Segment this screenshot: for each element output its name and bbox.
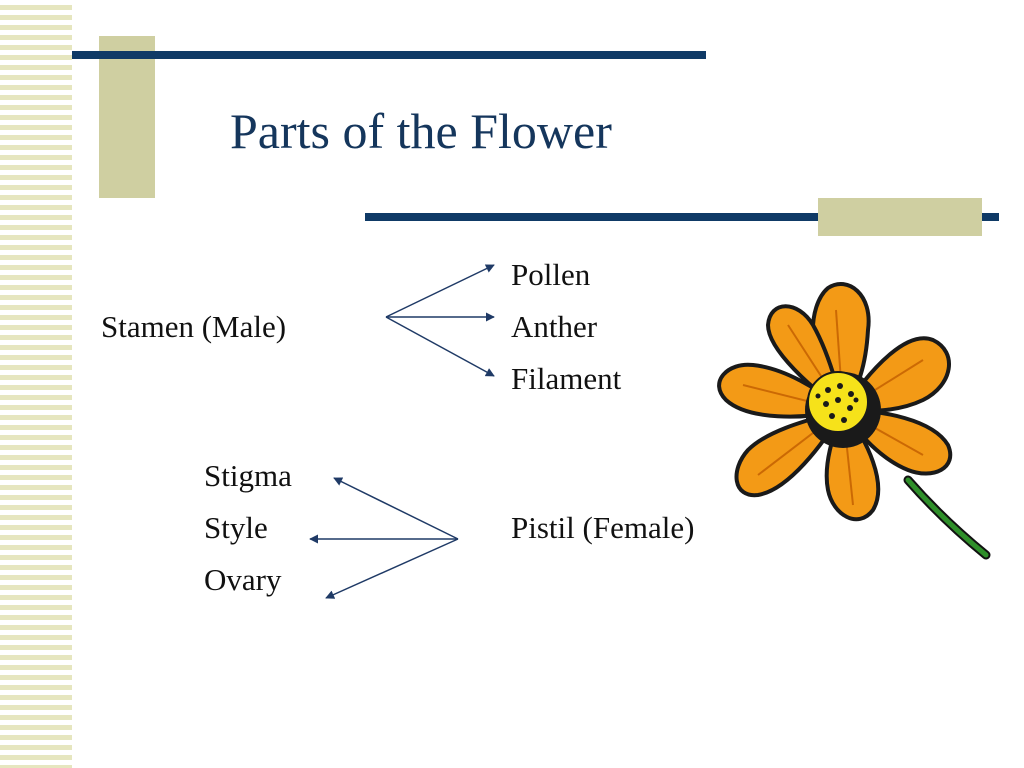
title-rule-bottom <box>365 213 999 221</box>
arrow-to-pollen <box>385 264 495 318</box>
stamen-part-filament: Filament <box>511 361 622 396</box>
arrow-to-filament <box>385 316 495 377</box>
title-rule-top <box>72 51 706 59</box>
stamen-part-anther: Anther <box>511 309 598 344</box>
pistil-part-stigma: Stigma <box>204 458 292 493</box>
striped-margin <box>0 0 72 768</box>
arrow-to-ovary <box>325 538 459 599</box>
stamen-part-pollen: Pollen <box>511 257 591 292</box>
tan-block-right <box>818 198 982 236</box>
pistil-part-ovary: Ovary <box>204 562 282 597</box>
arrow-to-stigma <box>333 477 459 540</box>
stamen-label: Stamen (Male) <box>101 309 287 344</box>
pistil-label: Pistil (Female) <box>511 510 695 545</box>
slide-title: Parts of the Flower <box>230 103 612 159</box>
pistil-part-style: Style <box>204 510 268 545</box>
flower-icon <box>717 282 991 560</box>
tan-block-left <box>99 36 155 198</box>
